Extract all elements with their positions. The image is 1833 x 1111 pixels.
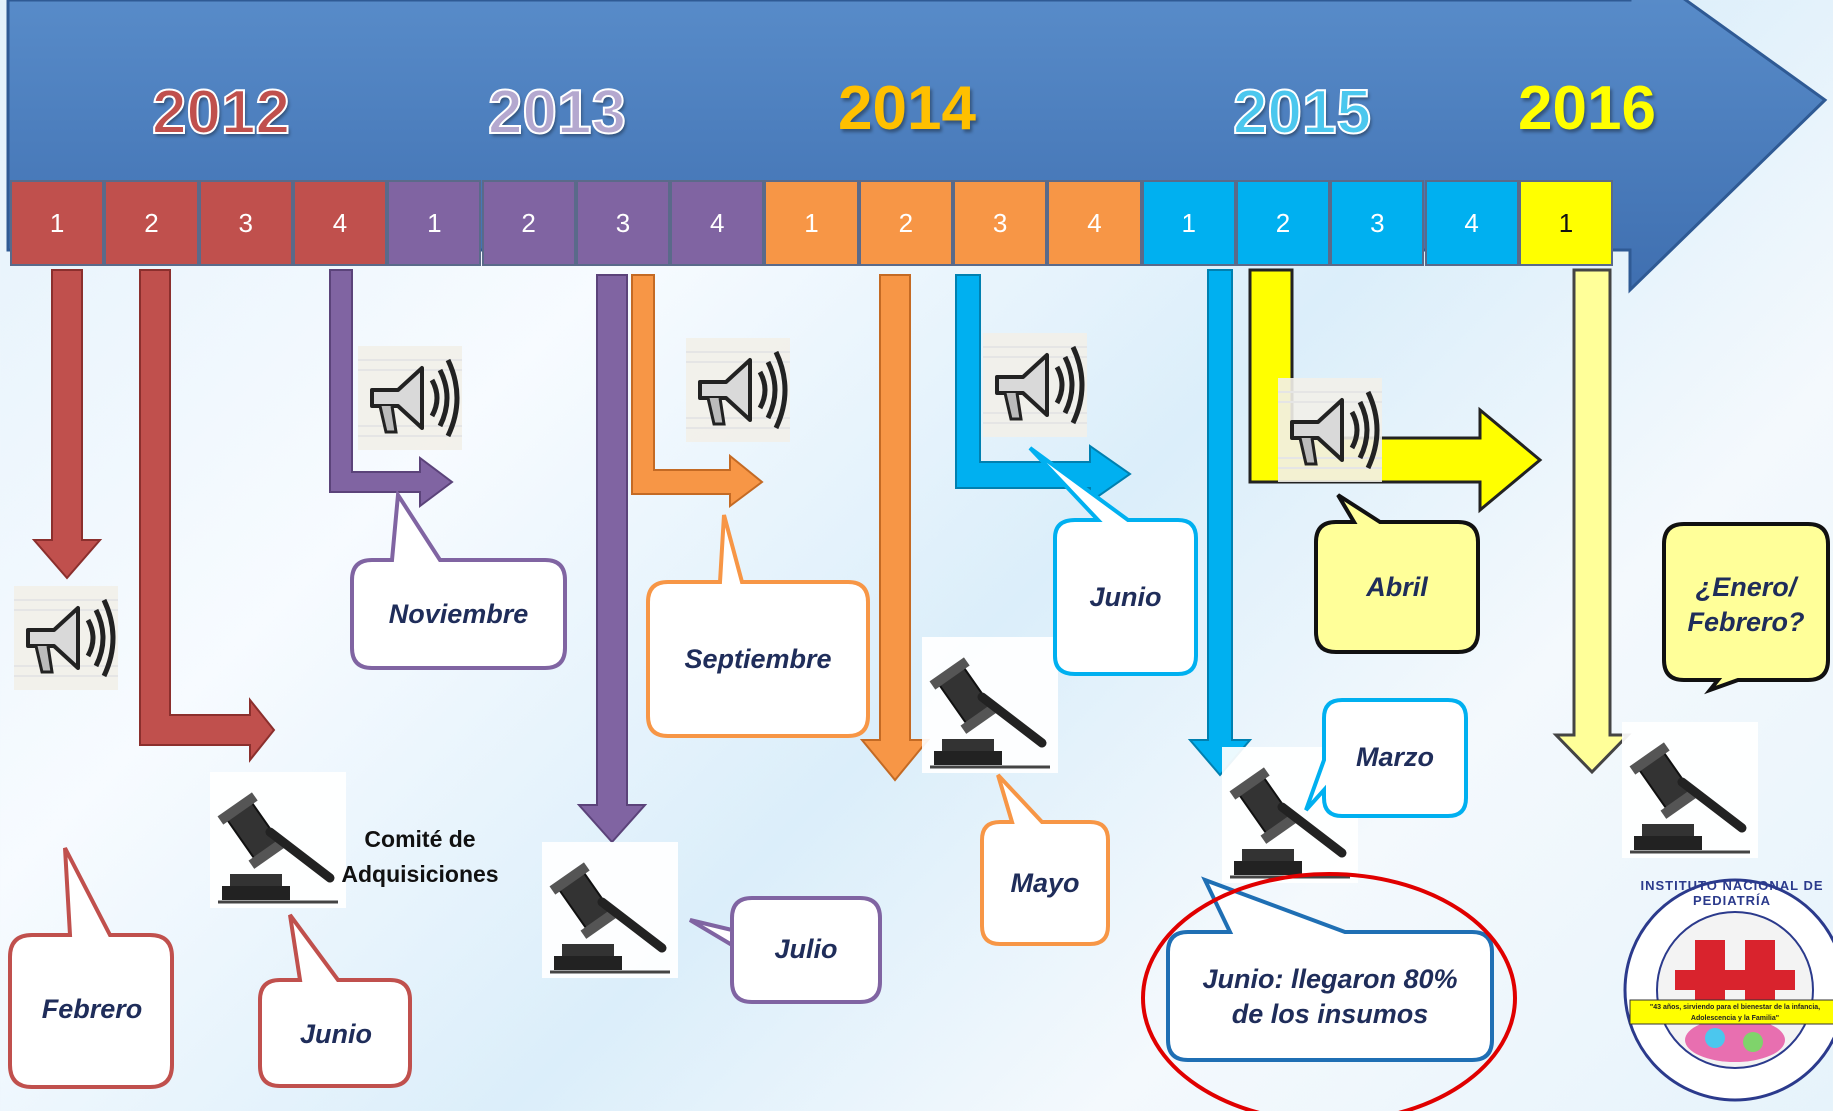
quarter-cell: 1 <box>1141 180 1236 266</box>
year-label-2016: 2016 <box>1518 74 1656 143</box>
year-label-2014: 2014 <box>838 74 976 143</box>
megaphone-icon <box>14 586 118 690</box>
quarter-cell: 4 <box>670 180 765 266</box>
megaphone-icon <box>983 333 1087 437</box>
year-label-2013: 2013 <box>487 78 627 147</box>
gavel-icon <box>922 637 1058 773</box>
callout-julio: Julio <box>774 934 838 965</box>
callout-mayo: Mayo <box>1010 868 1080 899</box>
institute-logo <box>1623 878 1833 1102</box>
gavel-icon <box>210 772 346 908</box>
quarter-cell: 4 <box>1424 180 1519 266</box>
quarter-cell: 4 <box>1047 180 1142 266</box>
callout-septiembre: Septiembre <box>684 644 832 675</box>
quarter-cell: 2 <box>858 180 953 266</box>
quarter-cell: 1 <box>764 180 859 266</box>
callout-marzo: Marzo <box>1355 742 1434 773</box>
callout-enero-febrero: ¿Enero/ Febrero? <box>1687 571 1805 637</box>
quarter-cell: 3 <box>575 180 671 266</box>
year-label-2015: 2015 <box>1232 78 1372 147</box>
quarter-cell: 3 <box>1330 180 1425 266</box>
quarter-cell: 3 <box>198 180 293 266</box>
quarter-cell: 1 <box>1518 180 1614 266</box>
quarter-cell: 4 <box>292 180 388 266</box>
highlight-ellipse <box>1141 872 1517 1111</box>
connector-arrows <box>31 268 1632 844</box>
quarter-cell: 1 <box>10 180 105 266</box>
quarter-cell: 2 <box>481 180 576 266</box>
callout-junio-2014: Junio <box>1089 582 1162 613</box>
callout-junio-2012: Junio <box>300 1019 372 1050</box>
logo-ring-text: INSTITUTO NACIONAL DE PEDIATRÍA <box>1640 878 1824 908</box>
megaphone-icon <box>686 338 790 442</box>
megaphone-icon <box>358 346 462 450</box>
quarter-cell: 2 <box>104 180 199 266</box>
comite-label: Comité de Adquisiciones <box>341 826 499 887</box>
callout-junio-llegaron: Junio: llegaron 80% de los insumos <box>1202 963 1458 1029</box>
quarter-cell: 3 <box>953 180 1048 266</box>
year-label-2012: 2012 <box>151 78 291 147</box>
gavel-icon <box>542 842 678 978</box>
quarter-cell: 1 <box>387 180 482 266</box>
megaphone-icon <box>1278 378 1382 482</box>
callout-abril: Abril <box>1366 572 1428 603</box>
gavel-icon <box>1622 722 1758 858</box>
quarter-cell: 2 <box>1235 180 1331 266</box>
logo-motto: "43 años, sirviendo para el bienestar de… <box>1649 1004 1821 1022</box>
speech-bubbles <box>8 446 1830 1089</box>
callout-febrero: Febrero <box>41 994 143 1025</box>
callout-noviembre: Noviembre <box>388 599 529 630</box>
